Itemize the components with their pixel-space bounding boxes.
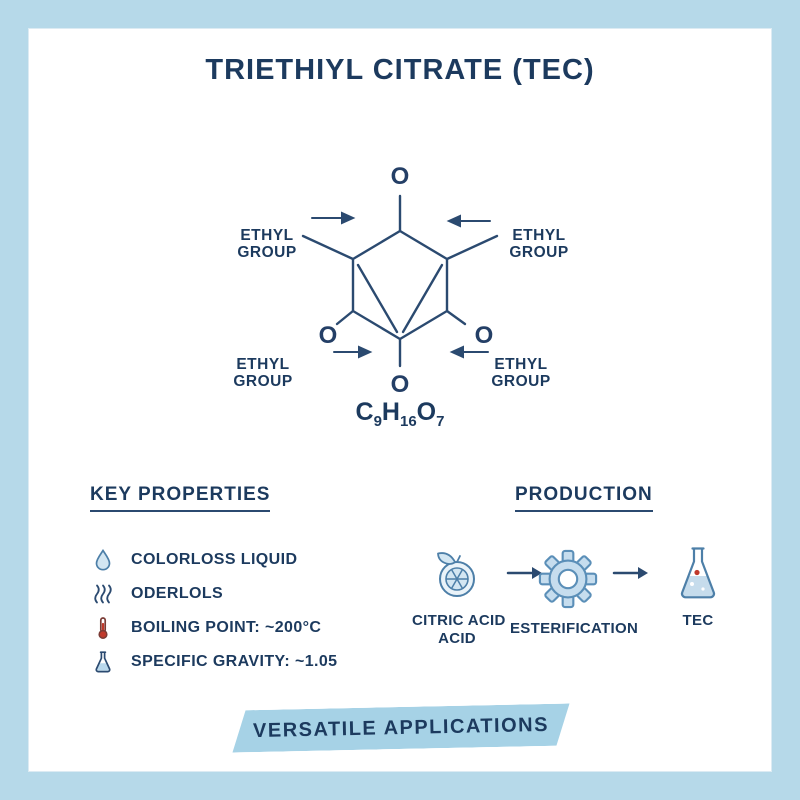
list-item: SPECIFIC GRAVITY: ~1.05: [90, 645, 337, 679]
arrow-right-icon: [333, 345, 373, 359]
step-label: CITRIC ACID: [412, 612, 506, 629]
ethyl-group-label: ETHYL: [494, 356, 547, 373]
step-label: ACID: [438, 630, 476, 647]
key-properties-heading: KEY PROPERTIES: [90, 484, 271, 512]
property-label: SPECIFIC GRAVITY: ~1.05: [131, 653, 338, 670]
step-label: TEC: [682, 612, 714, 629]
ethyl-group-label: ETHYL: [240, 227, 293, 244]
oxygen-label: O: [391, 371, 410, 398]
formula-element: C: [355, 398, 374, 426]
citrus-icon: [429, 552, 485, 606]
step-label: ESTERIFICATION: [510, 620, 639, 637]
formula-element: O: [416, 398, 437, 426]
chemical-formula: C9H16O7: [0, 398, 800, 430]
ethyl-group-label: ETHYL: [236, 356, 289, 373]
production-step-tec: TEC: [663, 546, 733, 630]
ethyl-group-label: GROUP: [237, 244, 296, 261]
flask-icon: [90, 649, 116, 675]
flow-arrow-icon: [612, 567, 648, 579]
production-flow: CITRIC ACID ACID: [410, 540, 760, 655]
property-label: ODERLOLS: [131, 585, 224, 602]
droplet-icon: [90, 547, 116, 573]
ethyl-group-label: GROUP: [509, 244, 568, 261]
thermometer-icon: [90, 615, 116, 641]
production-step-citric-acid: CITRIC ACID ACID: [412, 546, 506, 648]
ethyl-group-label: GROUP: [233, 373, 292, 390]
list-item: ODERLOLS: [90, 577, 337, 611]
flow-arrow-icon: [506, 567, 542, 579]
formula-subscript: 16: [399, 413, 417, 430]
oxygen-label: O: [391, 163, 410, 190]
ethyl-group-label: ETHYL: [512, 227, 565, 244]
oxygen-label: O: [319, 322, 338, 349]
formula-subscript: 9: [373, 413, 382, 430]
formula-subscript: 7: [436, 413, 445, 430]
property-label: BOILING POINT: ~200°C: [131, 619, 322, 636]
production-step-esterification: ESTERIFICATION: [510, 548, 639, 638]
page-title: TRIETHIYL CITRATE (TEC): [205, 54, 595, 86]
banner-label: VERSATILE APPLICATIONS: [252, 713, 550, 742]
arrow-left-icon: [446, 214, 491, 228]
key-properties-list: COLORLOSS LIQUID ODERLOLS BOILING POIN: [90, 543, 337, 679]
arrow-left-icon: [449, 345, 489, 359]
property-label: COLORLOSS LIQUID: [131, 551, 298, 568]
list-item: BOILING POINT: ~200°C: [90, 611, 337, 645]
arrow-right-icon: [311, 211, 356, 225]
benzene-ring: [301, 194, 499, 368]
flask-icon: [673, 547, 723, 606]
oxygen-label: O: [475, 322, 494, 349]
ethyl-group-label: GROUP: [491, 373, 550, 390]
card-background: [28, 28, 772, 772]
applications-banner: VERSATILE APPLICATIONS: [232, 703, 571, 752]
list-item: COLORLOSS LIQUID: [90, 543, 337, 577]
gear-icon: [537, 549, 599, 614]
formula-element: H: [381, 398, 400, 426]
odor-waves-icon: [90, 581, 116, 607]
production-heading: PRODUCTION: [515, 484, 653, 512]
